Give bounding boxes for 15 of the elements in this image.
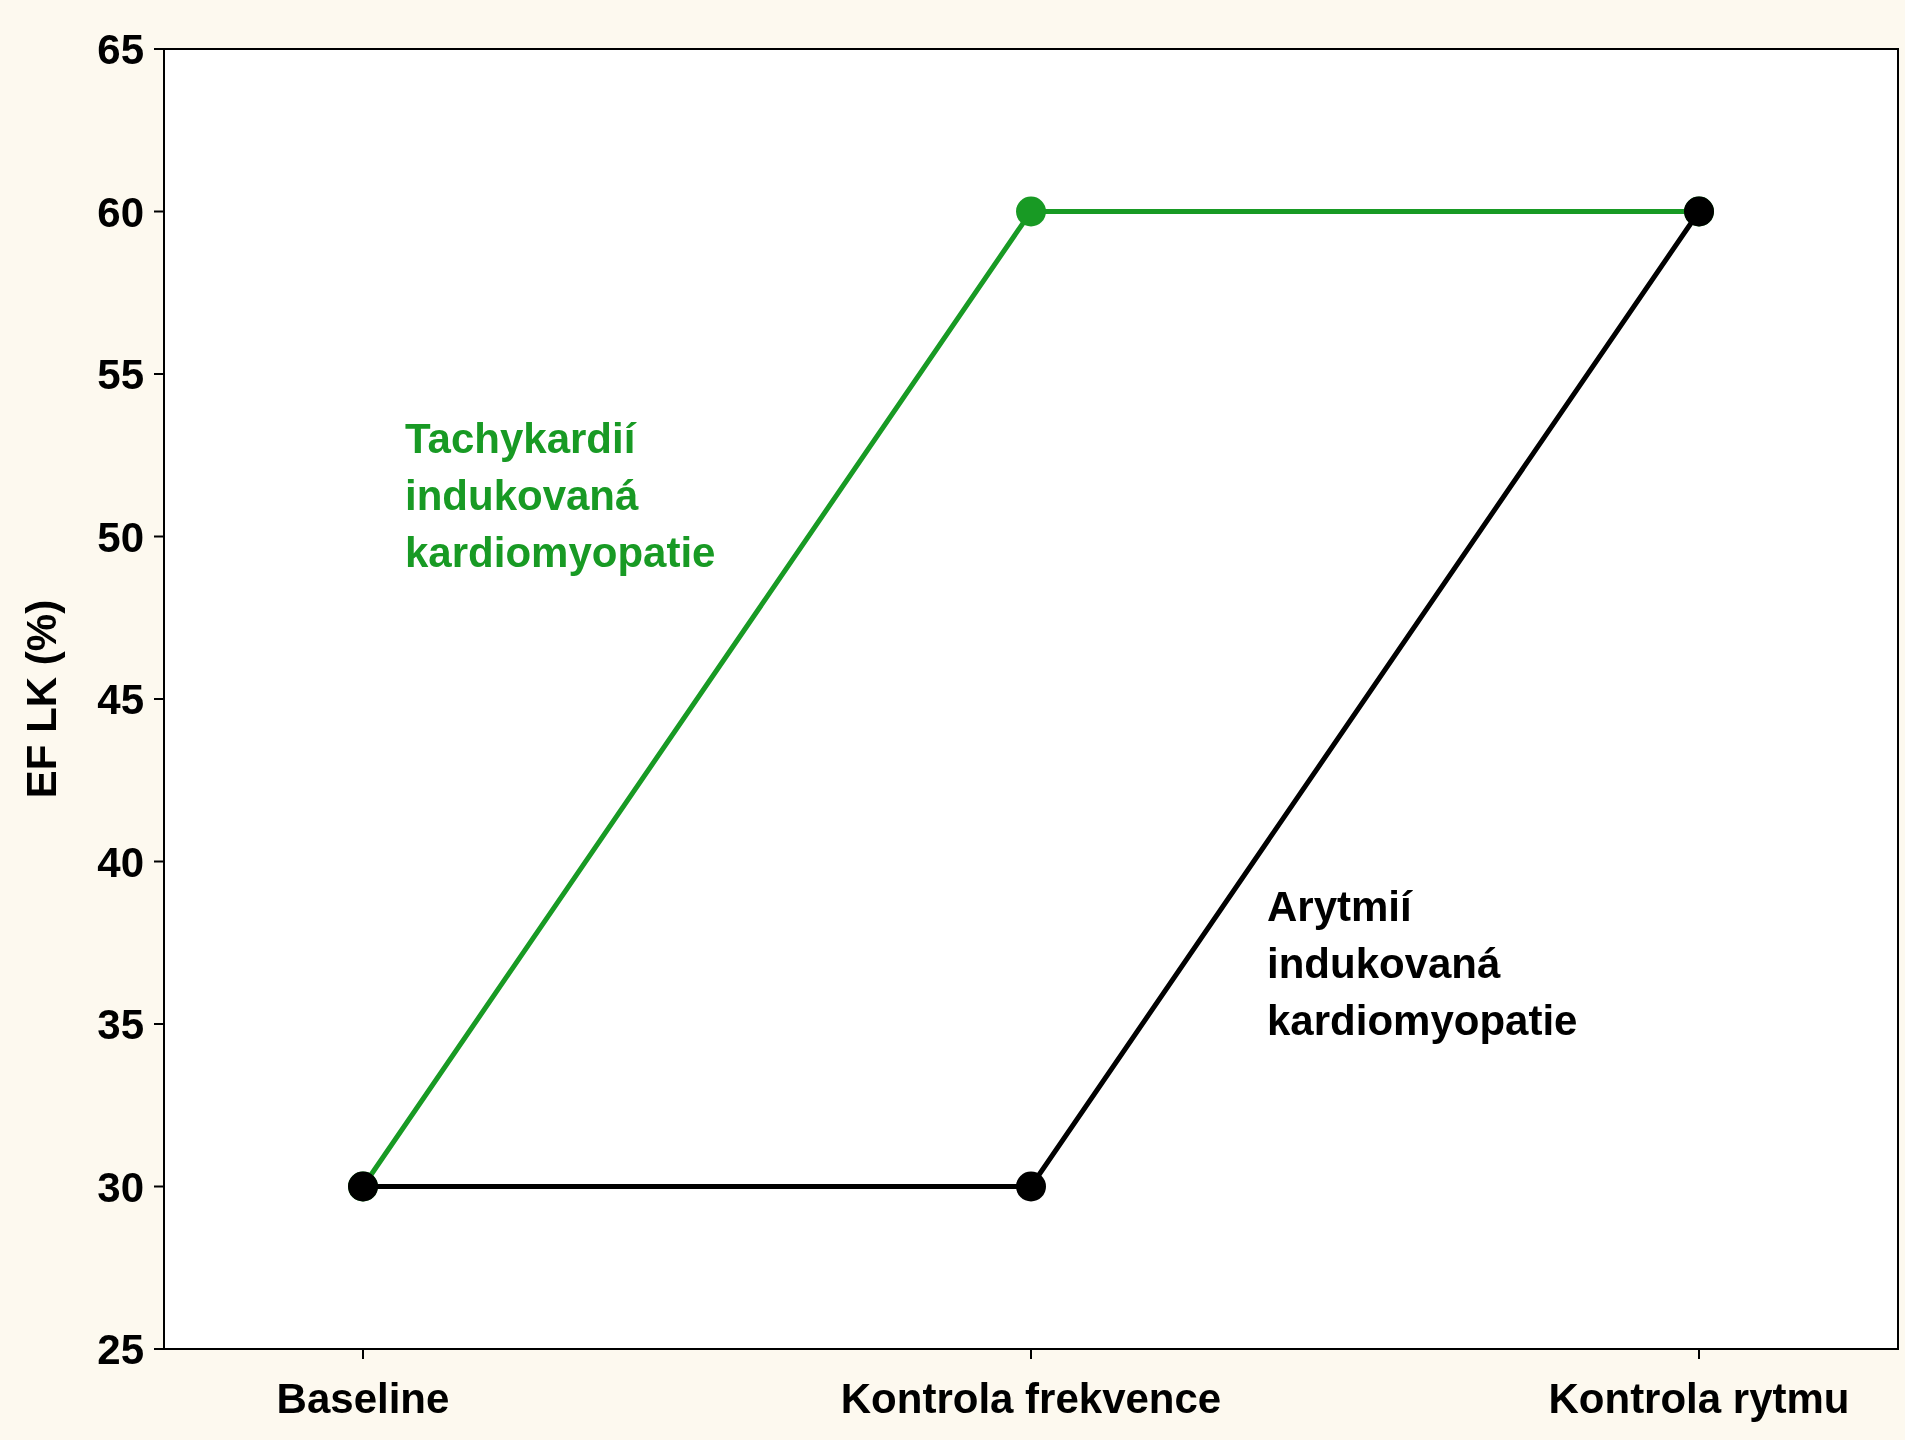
series-label: Arytmií indukovaná kardiomyopatie (1267, 882, 1579, 1046)
axis-title: EF LK (%) (18, 599, 65, 799)
category-label: Baseline (276, 1375, 450, 1422)
tick-label: 65 (97, 26, 144, 73)
tick-label: 40 (97, 838, 144, 886)
tick-label: 45 (97, 676, 144, 723)
category-label: Kontrola rytmu (1548, 1375, 1850, 1422)
tick-label: 35 (97, 1001, 144, 1048)
tick-label: 60 (97, 188, 144, 236)
tick-label: 30 (97, 1163, 144, 1211)
tick-label: 55 (97, 351, 144, 398)
series-label: Tachykardií indukovaná kardiomyopatie (405, 414, 717, 578)
tick-label: 50 (97, 513, 144, 561)
category-label: Kontrola frekvence (840, 1375, 1222, 1422)
tick-label: 25 (97, 1326, 144, 1373)
